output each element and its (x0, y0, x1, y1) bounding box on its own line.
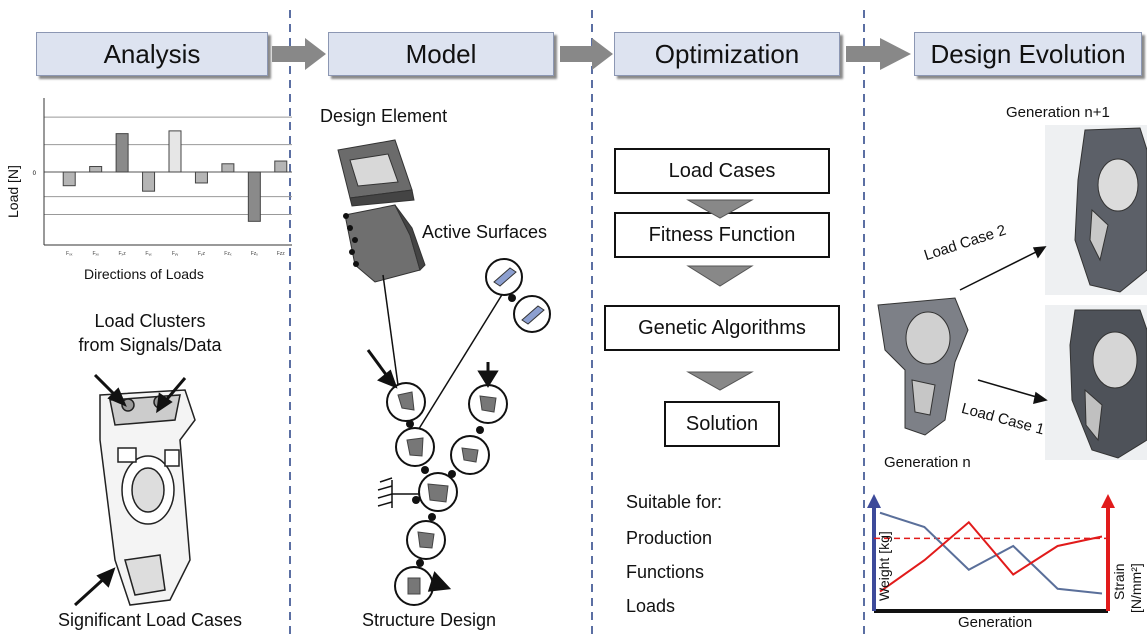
suitable-item-loads: Loads (626, 596, 676, 616)
header-optimization: Optimization (614, 32, 840, 76)
header-model: Model (328, 32, 554, 76)
design-element-label: Design Element (320, 106, 448, 126)
load-clusters-label-2: from Signals/Data (78, 335, 222, 355)
step-solution-label: Solution (685, 412, 759, 435)
bar-chart-tick-label: Fᵧz (198, 251, 206, 257)
evo-chart-ylabel-left: Weight [kg] (876, 531, 892, 601)
bar-chart-bar (221, 163, 235, 173)
bar-chart-bar (168, 130, 182, 173)
header-model-label: Model (405, 38, 477, 69)
header-evolution-label: Design Evolution (930, 38, 1126, 69)
step-genetic-algorithms: Genetic Algorithms (604, 305, 840, 351)
evo-chart-right-axis-arrow-icon (1101, 494, 1115, 508)
bar-chart-tick-label: Fzz (277, 251, 286, 257)
bar-chart-bar (62, 171, 76, 187)
structure-design-label: Structure Design (362, 610, 497, 630)
evo-chart-series-line (879, 520, 1103, 593)
active-surface-block (344, 204, 426, 283)
bar-chart-bar (194, 171, 208, 184)
fixed-support-icon (377, 477, 420, 508)
header-optimization-label: Optimization (654, 38, 800, 69)
down-triangle-3-icon (686, 371, 754, 391)
part-generation-next-bottom (1045, 305, 1147, 460)
suitable-item-production: Production (626, 528, 713, 548)
bar-chart-bar (274, 160, 288, 173)
arrow-model-optimization-icon (560, 38, 613, 70)
step-load-cases: Load Cases (614, 148, 830, 194)
header-evolution: Design Evolution (914, 32, 1142, 76)
step-fitness-function-label: Fitness Function (648, 223, 796, 246)
bar-chart-xlabel: Directions of Loads (84, 266, 204, 282)
step-genetic-algorithms-label: Genetic Algorithms (638, 316, 806, 339)
part-generation-n (877, 297, 969, 436)
bar-chart-tick-label: Fₓᵧ (93, 251, 100, 257)
step-solution: Solution (664, 401, 780, 447)
header-analysis-label: Analysis (103, 38, 201, 69)
bar-chart-bar (142, 171, 156, 192)
significant-load-cases-label: Significant Load Cases (57, 610, 243, 630)
evo-chart-left-axis-arrow-icon (867, 494, 881, 508)
suitable-item-functions: Functions (626, 562, 705, 582)
bar-chart-tick-label: Fₓₓ (66, 251, 73, 257)
down-triangle-1-icon (686, 199, 754, 219)
bar-chart-tick-label: Fzᵧ (251, 251, 259, 257)
evo-chart-ylabel-right-2: [N/mm²] (1128, 563, 1144, 613)
bar-chart-bar (89, 166, 103, 173)
load-clusters-label-1: Load Clusters (94, 311, 206, 331)
bar-chart-zero-tick: 0 (33, 171, 37, 177)
suitable-title: Suitable for: (626, 492, 723, 512)
bar-chart-tick-label: Fᵧᵧ (172, 251, 179, 257)
active-surfaces-label: Active Surfaces (422, 222, 548, 242)
design-element-shape (337, 139, 415, 207)
arrow-analysis-model-icon (272, 38, 326, 70)
evo-chart-xlabel: Generation (958, 614, 1033, 631)
evo-chart-series-line (879, 511, 1103, 595)
bar-chart-bar (115, 133, 129, 173)
header-analysis: Analysis (36, 32, 268, 76)
step-load-cases-label: Load Cases (668, 159, 776, 182)
part-generation-next-top (1045, 125, 1147, 295)
arrow-optimization-evolution-icon (846, 38, 911, 70)
bar-chart-bar (247, 171, 261, 222)
bar-chart-tick-label: Fzₓ (224, 251, 232, 257)
evo-chart-ylabel-right-1: Strain (1111, 563, 1127, 600)
down-triangle-2-icon (686, 265, 754, 287)
generation-n-label: Generation n (884, 454, 971, 471)
generation-next-label: Generation n+1 (1006, 104, 1110, 121)
bar-chart-tick-label: Fᵧₓ (145, 251, 152, 257)
bar-chart-tick-label: Fₓz (119, 251, 127, 257)
